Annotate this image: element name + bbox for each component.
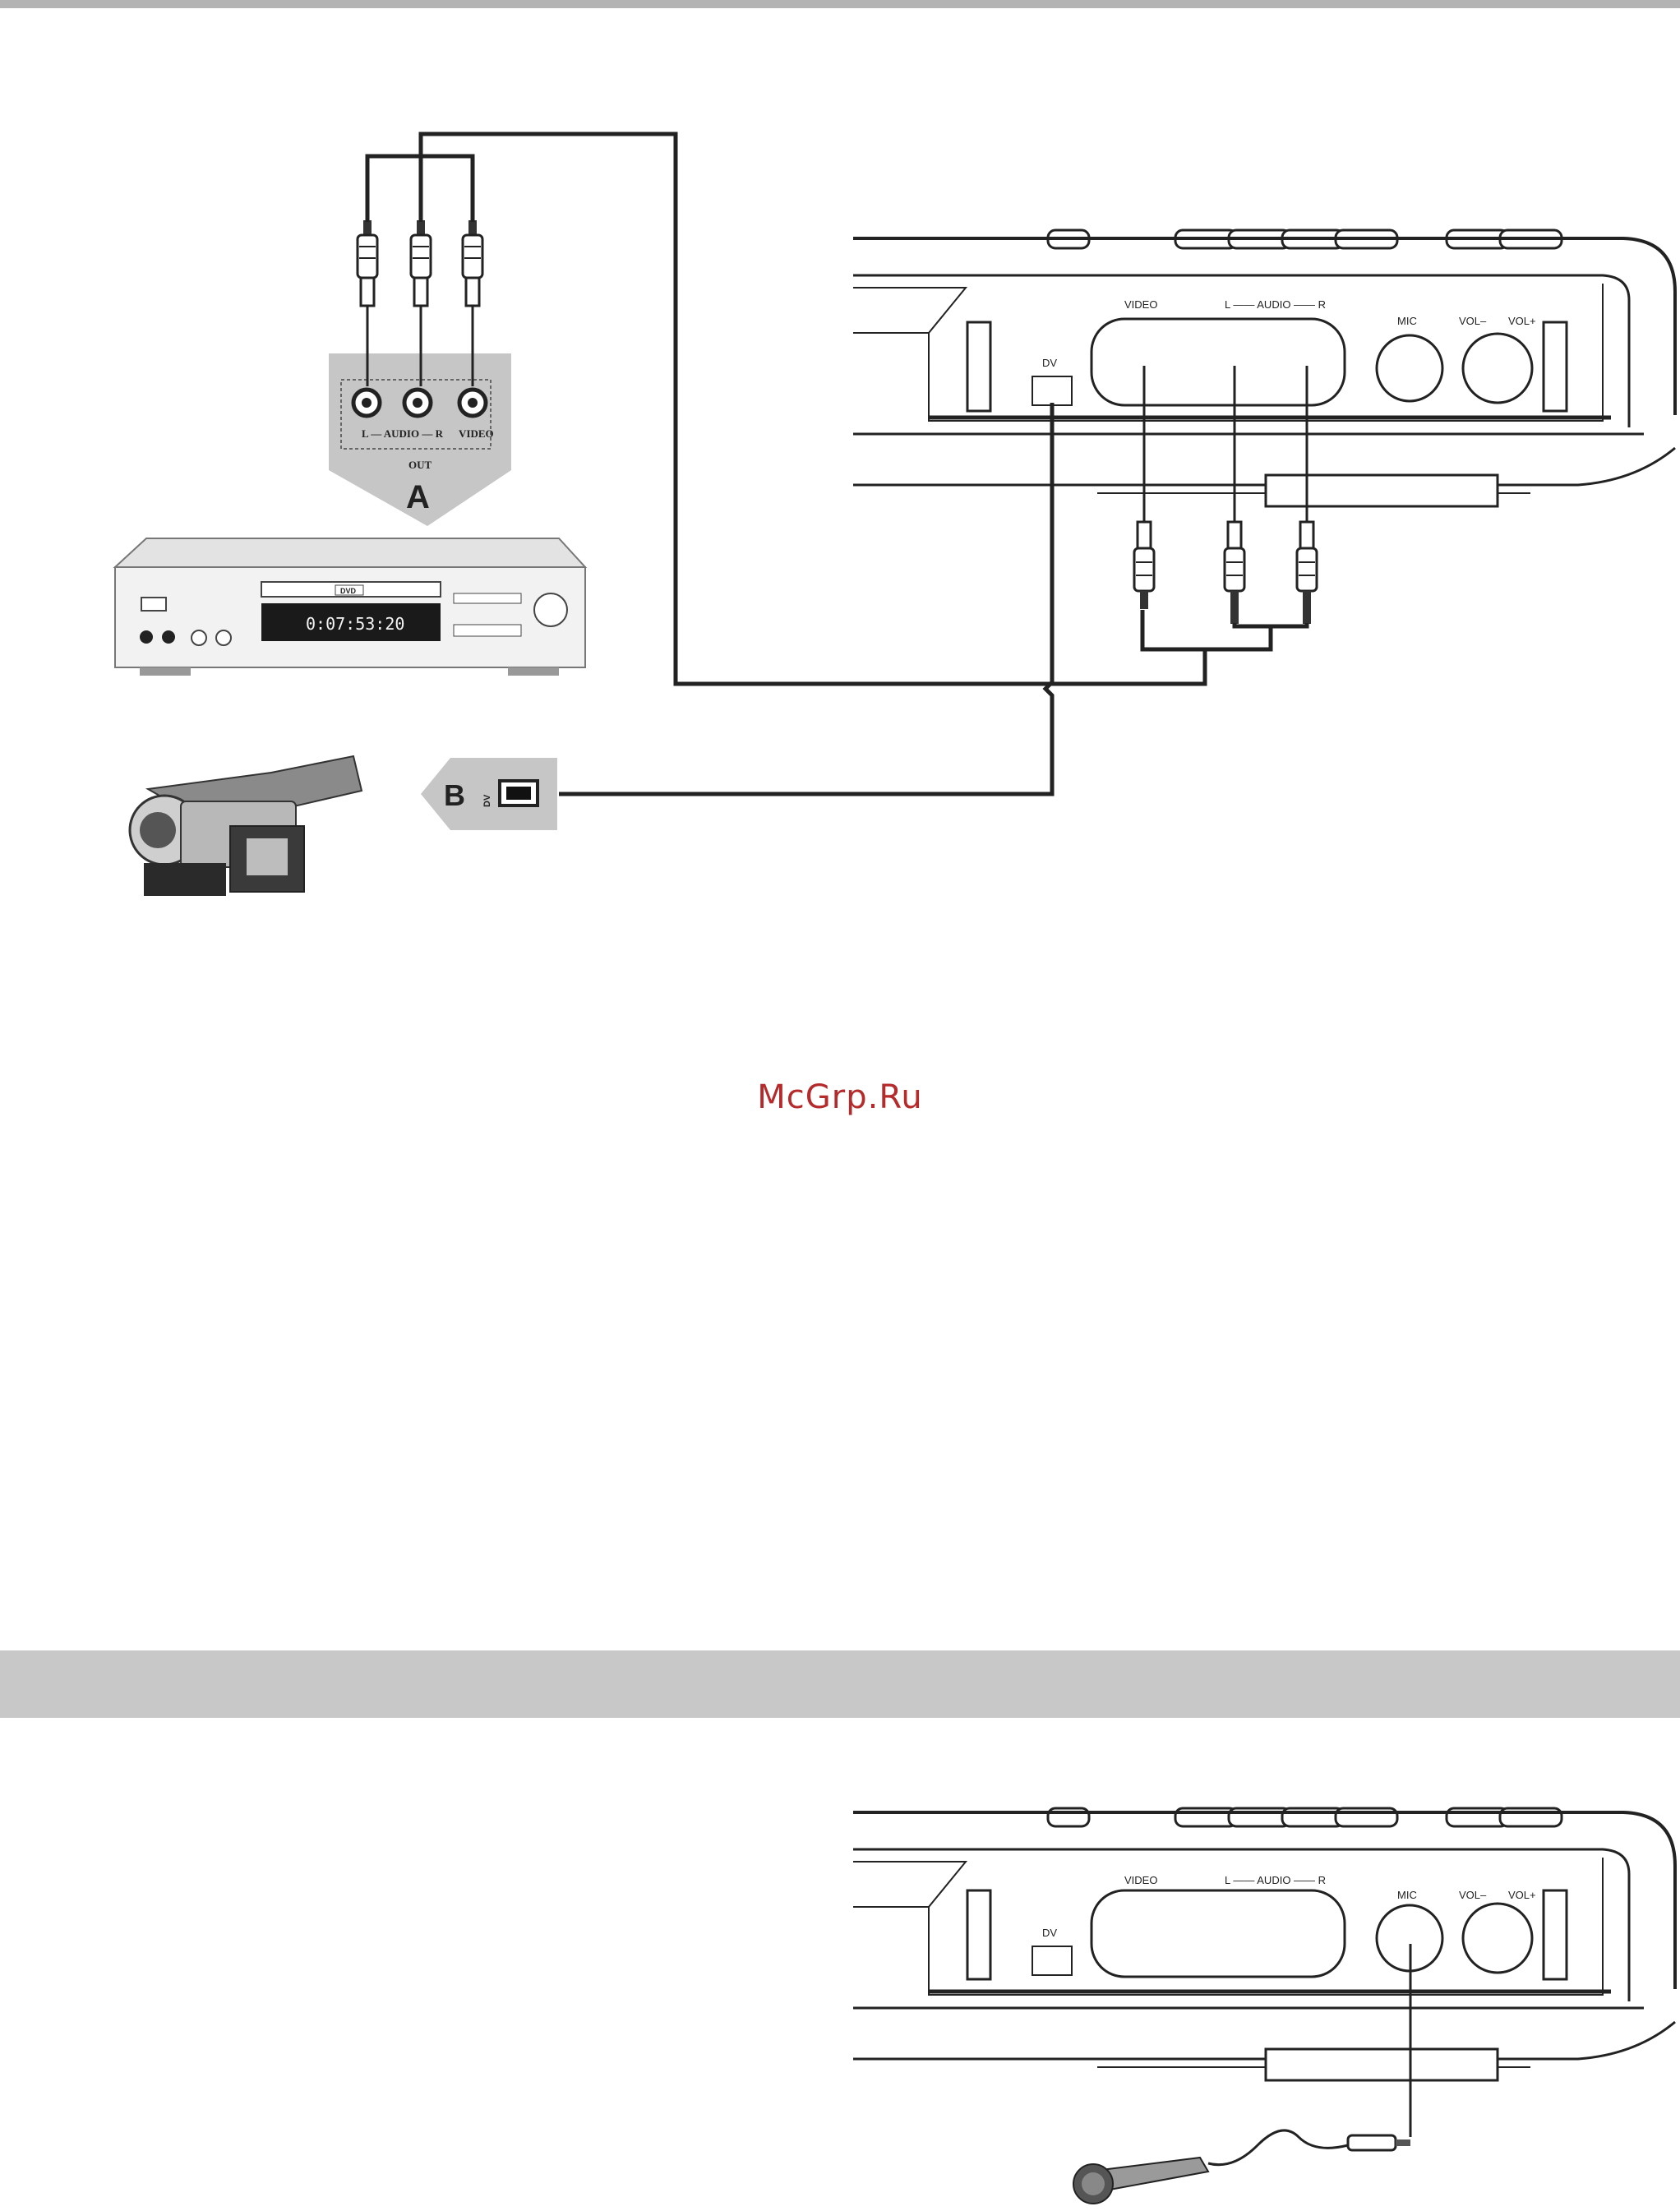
top-rule [0, 0, 1680, 8]
panel-mic-label: MIC [1397, 315, 1417, 327]
panel-vol-plus-label: VOL+ [1508, 1889, 1536, 1901]
front-panel-top: VIDEO L —— AUDIO —— R DV MIC VOL– VOL+ [853, 230, 1675, 506]
dvd-logo: DVD [340, 587, 357, 595]
panel-video-label: VIDEO [1124, 298, 1157, 311]
panel-dv-label: DV [1042, 357, 1057, 369]
panel-audio-label: L —— AUDIO —— R [1225, 1874, 1326, 1886]
panel-audio-label: L —— AUDIO —— R [1225, 298, 1326, 311]
panel-dv-label: DV [1042, 1927, 1057, 1939]
source-a-jacks-label: L — AUDIO — R [362, 427, 444, 440]
dvd-display-time: 0:07:53:20 [306, 614, 404, 634]
dvd-player: DVD 0:07:53:20 [115, 538, 585, 676]
panel-vol-plus-label: VOL+ [1508, 315, 1536, 327]
source-b-dv-badge: B DV [421, 758, 557, 830]
panel-mic-label: MIC [1397, 1889, 1417, 1901]
section-header-bar [0, 1650, 1680, 1718]
source-a-video-label: VIDEO [459, 427, 494, 440]
source-b-letter: B [444, 778, 465, 812]
camcorder [130, 756, 362, 916]
panel-vol-minus-label: VOL– [1459, 1889, 1487, 1901]
source-b-port-label: DV [482, 794, 492, 807]
source-a-out-label: OUT [408, 459, 432, 471]
watermark: McGrp.Ru [0, 1078, 1680, 1116]
source-a-letter: A [406, 479, 430, 515]
panel-vol-minus-label: VOL– [1459, 315, 1487, 327]
front-panel-bottom: VIDEO L —— AUDIO —— R DV MIC VOL– VOL+ [853, 1808, 1675, 2080]
panel-video-label: VIDEO [1124, 1874, 1157, 1886]
